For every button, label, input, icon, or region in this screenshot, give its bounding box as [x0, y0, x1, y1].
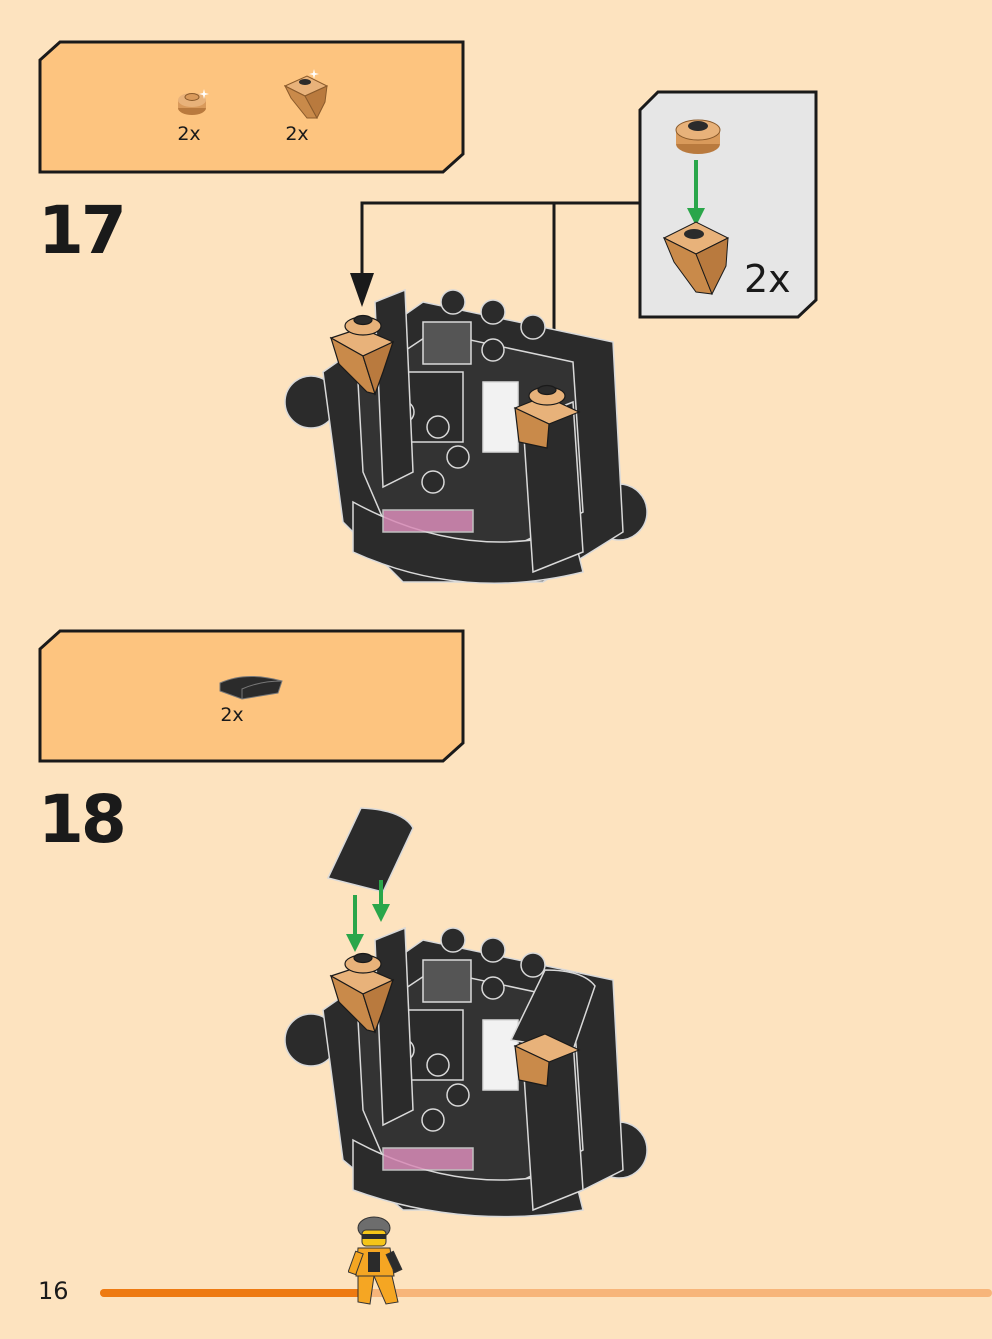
part-qty: 2x — [220, 704, 244, 726]
sub-assembly-callout: 2x — [638, 90, 820, 320]
callout-qty: 2x — [744, 257, 791, 301]
model-assembly-step-17 — [284, 288, 648, 584]
page-number: 16 — [38, 1277, 69, 1305]
black-curved-slope-icon — [219, 675, 283, 700]
progress-bar-fill — [100, 1289, 368, 1297]
step-number: 17 — [38, 192, 127, 269]
tan-round-plate-icon — [178, 89, 209, 115]
step-number: 18 — [38, 781, 127, 858]
parts-list-box-step-18: 2x — [38, 629, 466, 763]
model-assembly-step-18 — [284, 807, 648, 1218]
parts-list-box-step-17: 2x 2x — [38, 40, 466, 174]
part-qty: 2x — [177, 123, 201, 145]
parts-box-frame — [38, 40, 465, 174]
callout-frame — [638, 90, 818, 319]
part-qty: 2x — [285, 123, 309, 145]
minifigure-progress-marker-icon — [348, 1216, 403, 1305]
tan-slope-bracket-icon — [283, 69, 329, 120]
progress-bar — [100, 1289, 992, 1297]
